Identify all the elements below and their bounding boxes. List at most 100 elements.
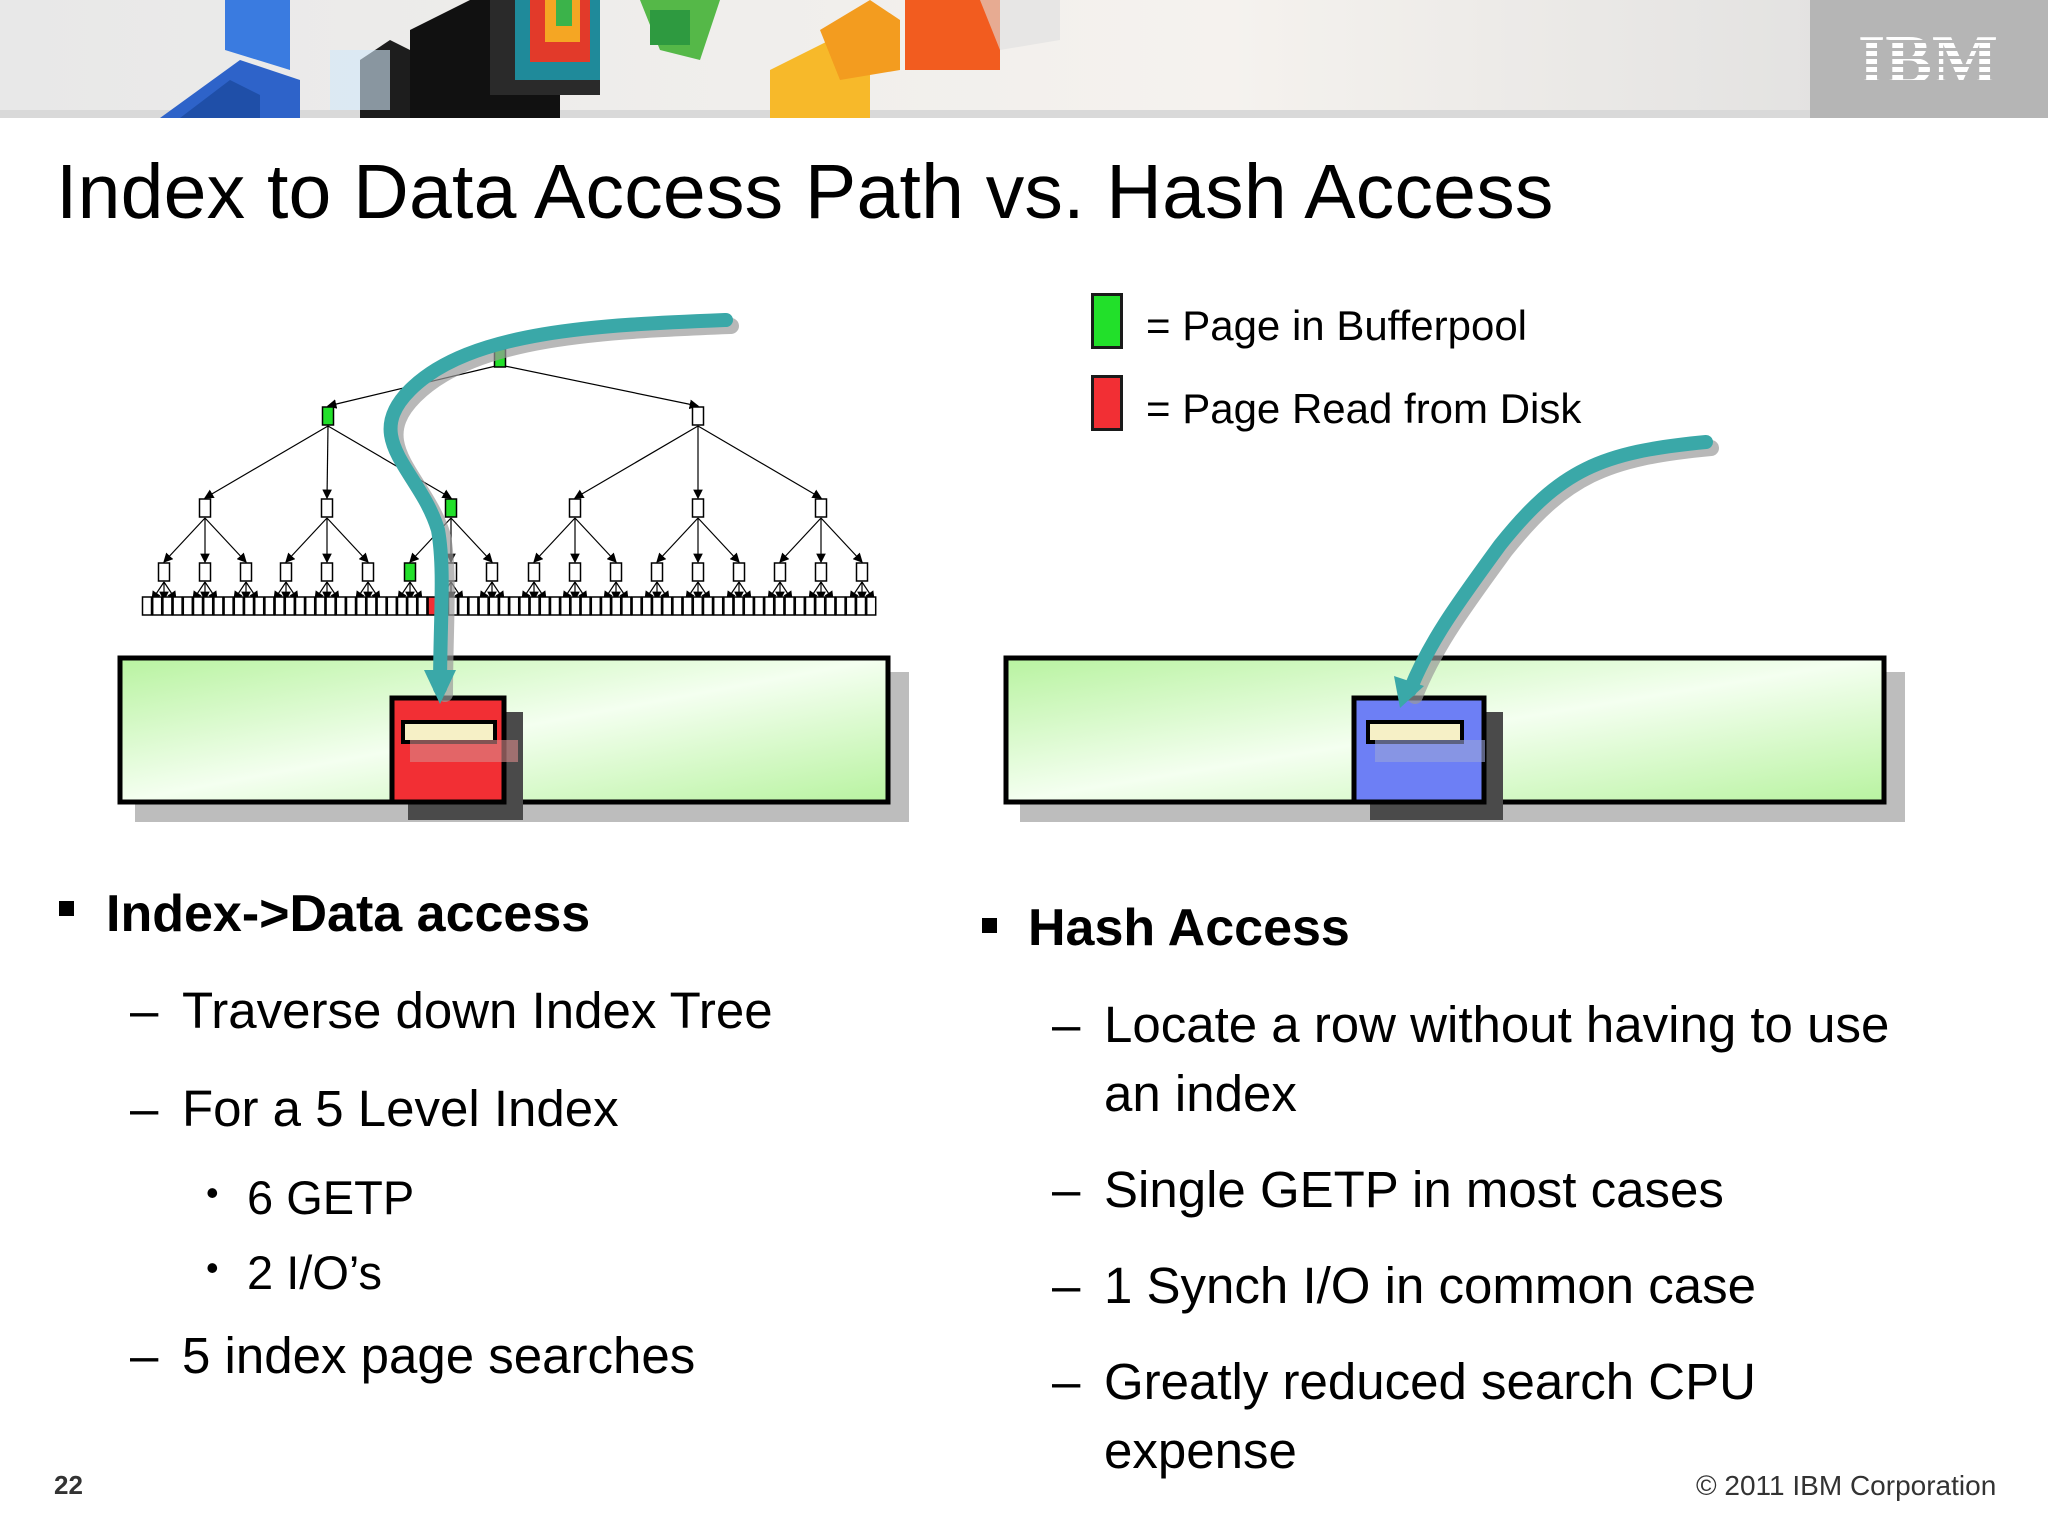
index-leaf-page	[498, 596, 510, 616]
index-level2-page	[568, 498, 582, 518]
index-leaf-page	[692, 596, 704, 616]
legend-disk-swatch	[1091, 375, 1123, 431]
left-item-1: Traverse down Index Tree	[182, 982, 773, 1039]
index-leaf-page	[264, 596, 275, 616]
dash-marker: –	[1052, 1161, 1081, 1218]
index-leaf-page	[651, 596, 663, 616]
index-leaf-page	[784, 596, 795, 616]
index-leaf-page	[396, 596, 408, 616]
index-leaf-page	[835, 596, 846, 616]
index-leaf-page	[825, 596, 836, 616]
index-level3-page	[361, 562, 375, 582]
index-level3-page	[198, 562, 212, 582]
index-leaf-page	[814, 596, 826, 616]
index-leaf-page	[845, 596, 857, 616]
index-leaf-page	[794, 596, 806, 616]
left-data-table	[117, 655, 909, 822]
index-leaf-page	[610, 596, 622, 616]
index-leaf-page	[253, 596, 265, 616]
legend-bufferpool-swatch	[1091, 293, 1123, 349]
index-leaf-page	[202, 596, 214, 616]
index-level2-page	[691, 498, 705, 518]
index-leaf-page	[243, 596, 255, 616]
page-number: 22	[54, 1470, 83, 1500]
index-leaf-page	[182, 596, 194, 616]
index-level2-page	[444, 498, 458, 518]
slide-title: Index to Data Access Path vs. Hash Acces…	[56, 149, 1554, 235]
right-heading-bullet	[982, 918, 997, 933]
right-data-table	[1003, 655, 1905, 822]
index-leaf-page	[774, 596, 785, 616]
index-leaf-page	[162, 596, 173, 616]
index-level1-page	[691, 406, 705, 426]
index-leaf-page	[621, 596, 632, 616]
index-leaf-page	[294, 596, 306, 616]
index-leaf-page	[213, 596, 224, 616]
header-banner	[0, 0, 2048, 118]
index-leaf-page	[559, 596, 571, 616]
index-level3-page	[773, 562, 787, 582]
index-leaf-page	[284, 596, 296, 616]
index-leaf-page	[590, 596, 602, 616]
legend-bufferpool-label: = Page in Bufferpool	[1146, 302, 1528, 349]
index-leaf-page	[335, 596, 347, 616]
index-leaf-page	[865, 596, 877, 616]
index-level3-page	[527, 562, 541, 582]
index-leaf-page	[304, 596, 316, 616]
index-leaf-page	[661, 596, 673, 616]
legend-disk-label: = Page Read from Disk	[1146, 385, 1582, 432]
index-leaf-page	[376, 596, 387, 616]
dash-marker: –	[1052, 1257, 1081, 1314]
dot-marker: •	[206, 1172, 219, 1213]
index-level3-page	[814, 562, 828, 582]
hash-access-arrow	[1394, 435, 1719, 708]
index-level3-page	[157, 562, 171, 582]
ibm-logo: IBM	[1858, 26, 1998, 88]
index-level1-page	[321, 406, 335, 426]
index-leaf-page	[529, 596, 540, 616]
index-leaf-page	[570, 596, 581, 616]
right-item-4-line-2: expense	[1104, 1422, 1297, 1479]
dot-marker: •	[206, 1247, 219, 1288]
index-level3-page	[691, 562, 705, 582]
index-leaf-page	[366, 596, 377, 616]
index-access-arrow	[383, 313, 739, 704]
dash-marker: –	[130, 1080, 159, 1137]
index-leaf-page	[315, 596, 326, 616]
index-leaf-page	[345, 596, 357, 616]
index-leaf-page	[641, 596, 653, 616]
index-level3-page	[403, 562, 417, 582]
index-leaf-page	[855, 596, 867, 616]
index-leaf-page	[151, 596, 163, 616]
left-heading-bullet	[59, 901, 74, 916]
index-leaf-page	[682, 596, 693, 616]
index-level2-page	[814, 498, 828, 518]
index-leaf-page	[355, 596, 367, 616]
index-leaf-page	[141, 596, 153, 616]
dash-marker: –	[1052, 1353, 1081, 1410]
index-leaf-page	[233, 596, 245, 616]
index-leaf-page	[457, 596, 469, 616]
right-item-1-line-1: Locate a row without having to use	[1104, 996, 1890, 1053]
index-leaf-page	[223, 596, 234, 616]
index-leaf-page	[712, 596, 724, 616]
right-item-4-line-1: Greatly reduced search CPU	[1104, 1353, 1756, 1410]
index-leaf-page	[478, 596, 489, 616]
left-item-3: 5 index page searches	[182, 1327, 696, 1384]
index-level3-page	[279, 562, 293, 582]
index-leaf-page	[325, 596, 336, 616]
index-level3-page	[609, 562, 623, 582]
index-leaf-page	[488, 596, 500, 616]
access-path-diagram	[117, 313, 1905, 822]
index-leaf-page	[753, 596, 765, 616]
index-leaf-page	[702, 596, 714, 616]
right-item-3: 1 Synch I/O in common case	[1104, 1257, 1756, 1314]
left-subitem-1: 6 GETP	[247, 1171, 415, 1224]
index-leaf-page	[274, 596, 285, 616]
left-heading: Index->Data access	[106, 885, 591, 943]
dash-marker: –	[1052, 996, 1081, 1053]
index-level3-page	[650, 562, 664, 582]
index-leaf-page	[549, 596, 561, 616]
index-leaf-page	[172, 596, 183, 616]
index-tree	[141, 348, 877, 616]
